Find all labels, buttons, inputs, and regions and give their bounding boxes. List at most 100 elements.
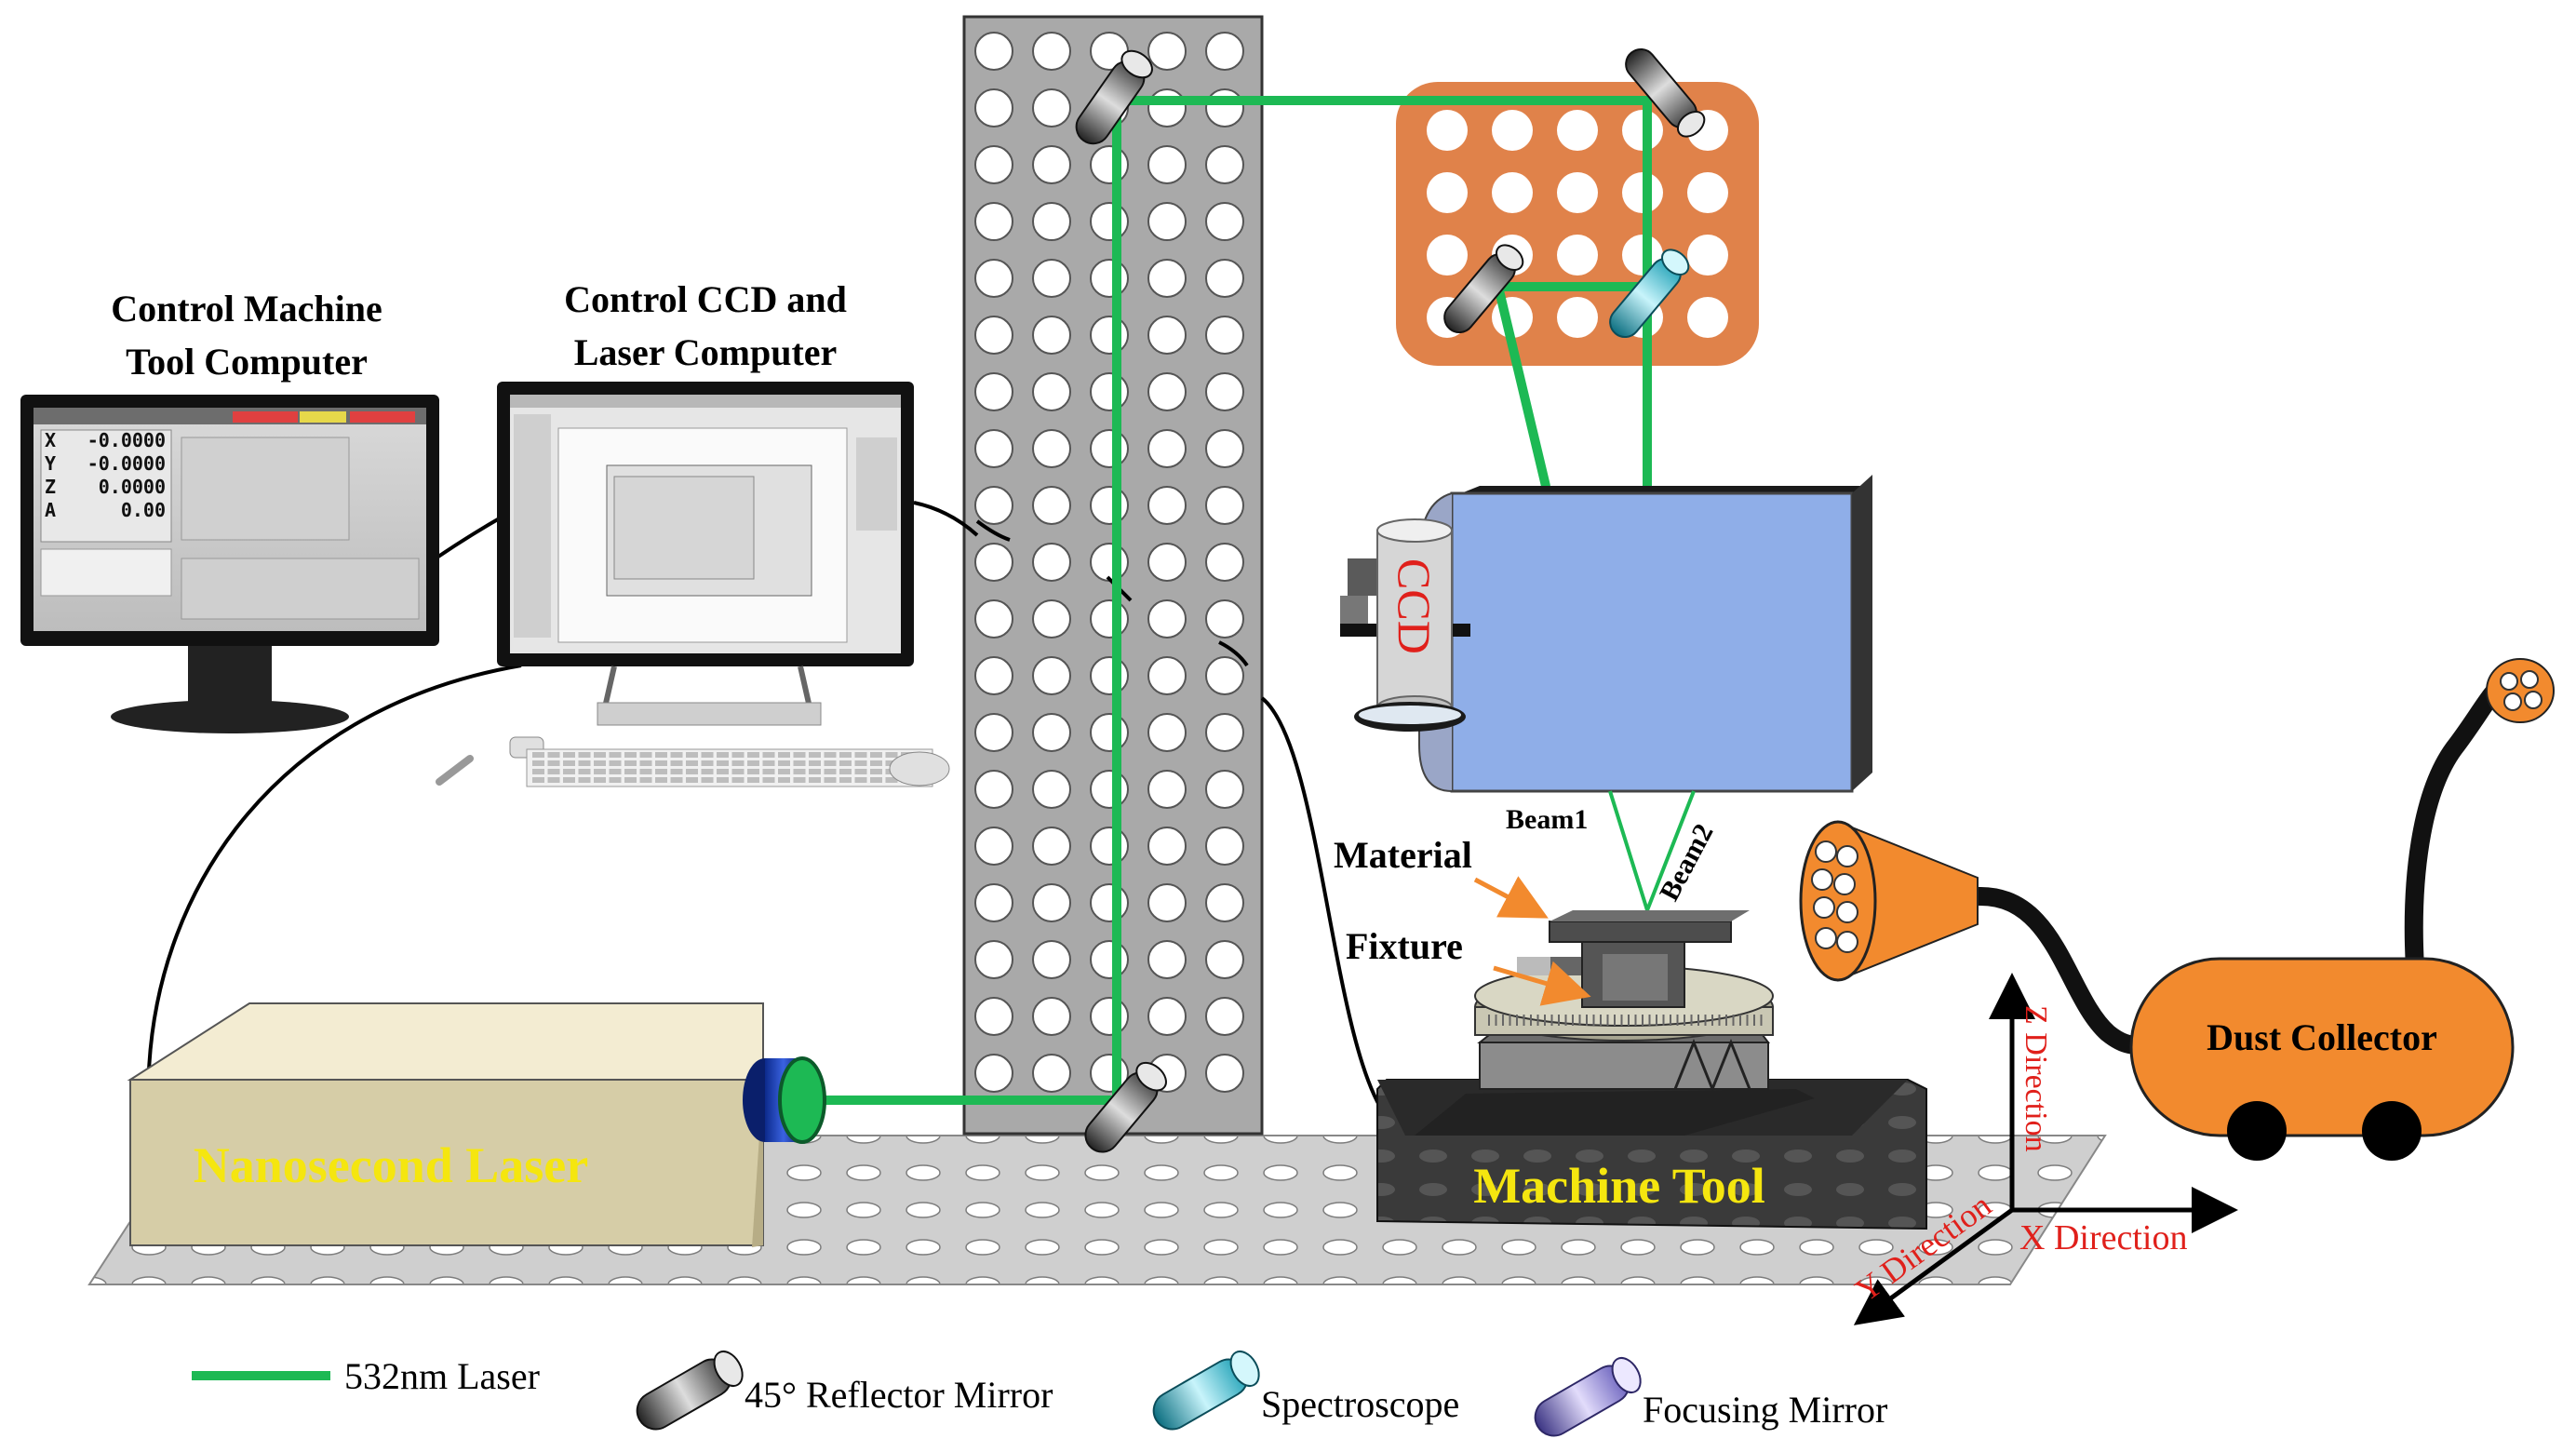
- keyboard-key: [809, 777, 821, 783]
- keyboard-key: [793, 760, 806, 766]
- keyboard-key: [885, 777, 898, 783]
- legend-focusing-label: Focusing Mirror: [1643, 1389, 1887, 1431]
- orange-board-hole: [1427, 110, 1468, 151]
- label-machine-tool: Machine Tool: [1473, 1158, 1765, 1214]
- keyboard-key: [870, 760, 882, 766]
- cable-laser-to-computer: [147, 664, 522, 1071]
- keyboard-key: [701, 769, 714, 774]
- keyboard-key: [778, 760, 790, 766]
- keyboard-key: [717, 752, 729, 758]
- keyboard-key: [701, 777, 714, 783]
- readout-axis: A: [45, 499, 56, 521]
- keyboard-key: [839, 769, 852, 774]
- label-beam2: Beam2: [1654, 819, 1720, 906]
- label-ccd-laser-computer-1: Control CCD and: [564, 278, 847, 320]
- keyboard-key: [670, 777, 683, 783]
- board-hole: [1032, 429, 1071, 468]
- keyboard-key: [824, 752, 837, 758]
- keyboard-key: [854, 777, 867, 783]
- mirror-top-left: [1075, 49, 1153, 145]
- keyboard-key: [578, 752, 591, 758]
- orange-board-hole: [1687, 172, 1728, 213]
- board-hole: [1205, 997, 1244, 1036]
- keyboard-key: [609, 777, 622, 783]
- board-hole: [1147, 486, 1187, 525]
- board-hole: [1090, 827, 1129, 866]
- readout-value: -0.0000: [87, 452, 166, 475]
- keyboard-key: [824, 769, 837, 774]
- keyboard-key: [639, 769, 652, 774]
- board-hole: [1090, 770, 1129, 809]
- reflector-mirror-icon: [636, 1351, 744, 1431]
- board-hole: [1205, 372, 1244, 411]
- keyboard-key: [670, 760, 683, 766]
- cable-board-to-machine: [1260, 696, 1389, 1119]
- keyboard-key: [793, 777, 806, 783]
- board-hole: [1032, 486, 1071, 525]
- keyboard-key: [594, 777, 606, 783]
- keyboard-key: [624, 760, 637, 766]
- orange-board-hole: [1687, 235, 1728, 276]
- keyboard-key: [624, 752, 637, 758]
- keyboard-key: [532, 752, 544, 758]
- cable-monitor2-to-board: [913, 501, 979, 537]
- keyboard-key: [854, 760, 867, 766]
- board-hole: [1147, 543, 1187, 582]
- keyboard-key: [594, 769, 606, 774]
- legend-laser-label: 532nm Laser: [344, 1355, 540, 1397]
- legend-reflector-label: 45° Reflector Mirror: [745, 1374, 1053, 1416]
- board-hole: [1090, 543, 1129, 582]
- board-hole: [1032, 543, 1071, 582]
- board-hole: [1090, 997, 1129, 1036]
- scan-head: [1418, 475, 1872, 793]
- board-hole: [1147, 372, 1187, 411]
- keyboard-key: [655, 760, 667, 766]
- keyboard-key: [731, 760, 745, 766]
- board-hole: [1032, 372, 1071, 411]
- readout-value: -0.0000: [87, 429, 166, 451]
- keyboard-key: [870, 777, 882, 783]
- orange-board-hole: [1557, 235, 1598, 276]
- keyboard-key: [731, 777, 745, 783]
- keyboard-key: [839, 777, 852, 783]
- keyboard-key: [655, 769, 667, 774]
- keyboard-key: [594, 760, 606, 766]
- orange-board-hole: [1492, 110, 1533, 151]
- keyboard-key: [778, 777, 790, 783]
- mirror-top-right: [1625, 47, 1706, 138]
- board-hole: [974, 656, 1013, 695]
- coordinate-axes: [1853, 973, 2238, 1325]
- keyboard-key: [686, 752, 698, 758]
- keyboard-key: [762, 760, 775, 766]
- orange-board-hole: [1557, 110, 1598, 151]
- label-z-direction: Z Direction: [2019, 1005, 2053, 1152]
- keyboard-key: [578, 769, 591, 774]
- board-hole: [974, 1054, 1013, 1093]
- board-hole: [974, 259, 1013, 298]
- board-hole: [1090, 713, 1129, 752]
- board-hole: [1205, 543, 1244, 582]
- board-hole: [1090, 145, 1129, 184]
- keyboard-key: [793, 752, 806, 758]
- board-hole: [974, 372, 1013, 411]
- keyboard-key: [670, 752, 683, 758]
- keyboard-key: [563, 769, 575, 774]
- keyboard-key: [563, 752, 575, 758]
- board-hole: [1032, 316, 1071, 355]
- keyboard-key: [563, 777, 575, 783]
- keyboard-key: [639, 752, 652, 758]
- board-hole: [1032, 770, 1071, 809]
- board-hole: [1032, 883, 1071, 922]
- keyboard-key: [717, 760, 729, 766]
- keyboard-key: [532, 777, 544, 783]
- keyboard-key: [870, 752, 882, 758]
- board-hole: [1032, 940, 1071, 979]
- keyboard-key: [701, 760, 714, 766]
- orange-board-hole: [1492, 172, 1533, 213]
- board-hole: [1032, 599, 1071, 639]
- board-hole: [1205, 599, 1244, 639]
- keyboard-key: [609, 752, 622, 758]
